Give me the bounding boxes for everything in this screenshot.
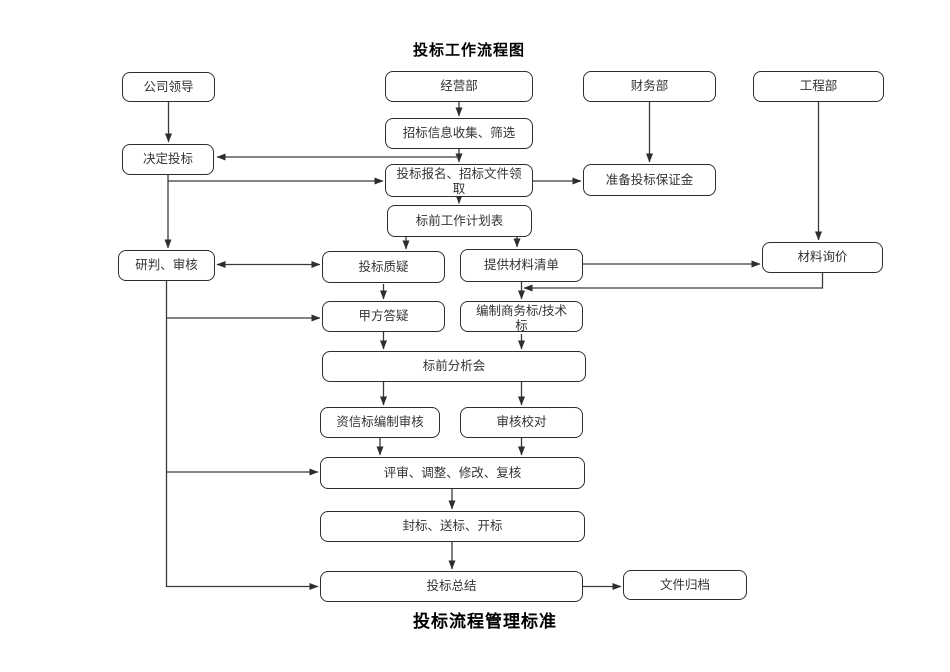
node-party-a-reply: 甲方答疑	[322, 301, 445, 332]
node-company-leader: 公司领导	[122, 72, 215, 102]
node-bid-deposit: 准备投标保证金	[583, 164, 716, 196]
node-material-list: 提供材料清单	[460, 249, 583, 282]
node-research-review: 研判、审核	[118, 250, 215, 281]
node-material-inquiry: 材料询价	[762, 242, 883, 273]
node-pre-bid-meeting: 标前分析会	[322, 351, 586, 382]
node-review-proofread: 审核校对	[460, 407, 583, 438]
node-file-archive: 文件归档	[623, 570, 747, 600]
node-info-collection: 招标信息收集、筛选	[385, 118, 533, 149]
node-decide-bid: 决定投标	[122, 144, 214, 175]
bottom-title: 投标流程管理标准	[413, 612, 557, 631]
node-bid-registration: 投标报名、招标文件领取	[385, 164, 533, 197]
page-title: 投标工作流程图	[412, 42, 525, 59]
node-engineering-dept: 工程部	[753, 71, 884, 102]
node-operations-dept: 经营部	[385, 71, 533, 102]
node-finance-dept: 财务部	[583, 71, 716, 102]
node-commercial-technical-bid: 编制商务标/技术标	[460, 301, 583, 333]
node-seal-submit-open: 封标、送标、开标	[320, 511, 585, 542]
node-bid-summary: 投标总结	[320, 571, 583, 602]
node-pre-bid-plan: 标前工作计划表	[387, 205, 532, 237]
node-bid-query: 投标质疑	[322, 251, 445, 283]
node-evaluation-revision: 评审、调整、修改、复核	[320, 457, 585, 489]
node-credit-bid-review: 资信标编制审核	[320, 407, 440, 438]
